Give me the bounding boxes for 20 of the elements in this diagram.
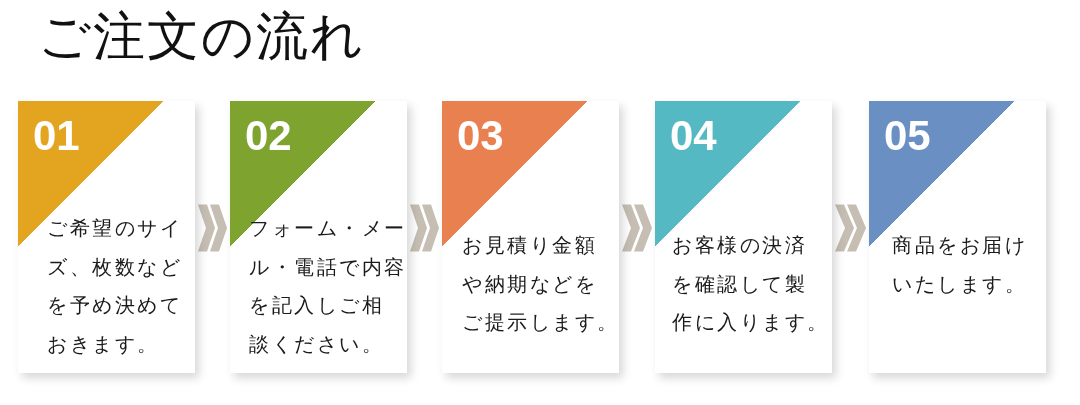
step-number: 03	[457, 115, 504, 157]
step-number: 04	[670, 115, 717, 157]
step-number: 01	[33, 115, 80, 157]
step-card	[230, 101, 407, 373]
step-number: 05	[884, 115, 931, 157]
chevron-arrow	[835, 204, 866, 252]
step-card	[655, 101, 832, 373]
step-description: ご希望のサイズ、枚数などを予め決めておきます。	[47, 215, 182, 358]
chevron-arrow	[198, 204, 227, 252]
step-description: 商品をお届けいたします。	[892, 232, 1027, 298]
step-card	[442, 101, 619, 373]
step-description: フォーム・メール・電話で内容を記入しご相談ください。	[249, 215, 407, 358]
step-description: お客様の決済を確認して製作に入ります。	[672, 232, 830, 336]
step-number: 02	[245, 115, 292, 157]
step-card	[869, 101, 1046, 373]
title: ご注文の流れ	[38, 10, 365, 62]
step-card	[18, 101, 195, 373]
step-description: お見積り金額や納期などをご提示します。	[462, 232, 620, 336]
chevron-arrow	[410, 204, 439, 252]
chevron-arrow	[622, 204, 652, 252]
